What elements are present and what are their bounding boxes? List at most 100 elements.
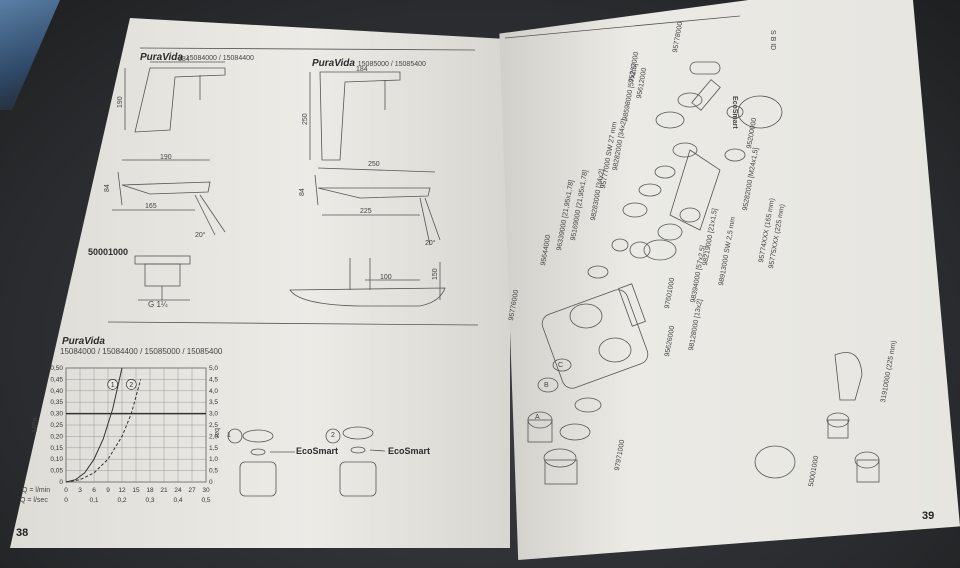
spout-a-side	[117, 171, 211, 206]
threaded-tube	[618, 283, 646, 327]
chart-tick-left: 0,40	[50, 388, 63, 395]
aerator-2-ring	[350, 446, 366, 454]
chart-tick-x-lmin: 6	[92, 487, 96, 494]
chart-tick-left: 0,30	[50, 411, 63, 418]
chart-tick-left: 0,45	[50, 376, 63, 383]
chart-series-label-circle	[107, 379, 119, 390]
spray-a-1	[194, 194, 216, 236]
drain-body	[144, 263, 181, 287]
pin-part	[689, 61, 721, 75]
page-number-right: 39	[922, 510, 935, 522]
chart-xlabel-lmin: Q = l/min	[22, 487, 51, 494]
dim-a-depth-label: 165	[145, 203, 157, 210]
chart-tick-x-lmin: 12	[118, 487, 126, 494]
chart-series-label: 2	[129, 382, 133, 389]
chart-tick-x-lmin: 9	[106, 487, 110, 494]
ring-1	[622, 202, 648, 218]
callout-2	[325, 428, 341, 444]
aerator-seat	[726, 105, 744, 119]
chart-ylabel-left: MPa	[32, 417, 39, 432]
chart-tick-right: 2,0	[209, 433, 218, 440]
model-b-title: PuraVida 15085000 / 15085400	[312, 58, 426, 69]
chart-tick-x-lmin: 21	[160, 487, 168, 494]
chart-tick-x-lmin: 3	[78, 487, 82, 494]
dim-a-height-label: 190	[117, 96, 124, 108]
chart-tick-right: 5,0	[209, 365, 218, 372]
spray-b-2	[424, 197, 441, 241]
chart-tick-right: 2,5	[209, 422, 218, 429]
chart-tick-left: 0,15	[50, 445, 63, 452]
lever-plate	[669, 149, 721, 231]
page-number-left: 38	[16, 527, 29, 539]
angle-a-label: 20°	[195, 232, 206, 239]
right-header-rule	[504, 15, 741, 39]
eco-label-1: EcoSmart	[296, 446, 339, 456]
pin-stem	[691, 79, 721, 111]
angle-b-label: 20°	[425, 240, 436, 247]
spout-cap-body	[827, 419, 849, 439]
chart-xlabel-lsec: Q = l/sec	[20, 497, 48, 504]
basin-outline	[289, 287, 446, 307]
chart-tick-x-lsec: 0,5	[201, 497, 210, 504]
section-rule	[107, 321, 479, 326]
chart-tick-left: 0,25	[50, 422, 63, 429]
dim-a-side-label: 84	[104, 184, 111, 192]
letter-a-body	[527, 419, 553, 443]
plate-hole-2	[598, 337, 632, 363]
dim-b-height-label: 250	[302, 113, 309, 125]
chart-tick-x-lmin: 18	[146, 487, 154, 494]
eco-num-1: 1	[227, 432, 231, 439]
aerator-1-ring	[250, 448, 266, 456]
ring-2	[638, 183, 662, 197]
chart-tick-left: 0,35	[50, 399, 63, 406]
aerator-1-body	[239, 461, 277, 497]
drain-stopper	[754, 445, 796, 479]
chart-tick-right: 4,0	[209, 388, 218, 395]
ring-3	[654, 165, 676, 179]
chart-tick-x-lmin: 15	[132, 487, 140, 494]
flow-brand: PuraVida	[62, 336, 105, 347]
spout-b-top	[319, 71, 401, 161]
chart-tick-left: 0,10	[50, 456, 63, 463]
dim-b-side-label: 84	[299, 188, 306, 196]
spout-cap	[826, 412, 850, 428]
chart-series-label-circle	[125, 379, 137, 390]
spout-b-side	[314, 174, 431, 206]
chart-tick-right: 3,5	[209, 399, 218, 406]
chart-series-2	[65, 379, 142, 483]
eco-label-2: EcoSmart	[388, 446, 431, 456]
spray-a-2	[199, 194, 226, 233]
base-plate	[541, 289, 649, 389]
aerator-2-mesh	[342, 426, 374, 440]
ring-6	[677, 92, 703, 108]
dim-b-spout	[317, 167, 436, 173]
washer-3	[679, 207, 701, 223]
drain-thread: G 1¼	[148, 300, 168, 309]
chart-tick-right: 0,5	[209, 468, 218, 475]
ring-large-body	[544, 459, 578, 485]
chart-tick-right: 1,5	[209, 445, 218, 452]
plate-hole-1	[569, 303, 603, 329]
letter-b-cap	[537, 377, 559, 393]
dim-b-width-label: 184	[356, 66, 368, 73]
eco-pointer-2	[369, 449, 386, 452]
chart-tick-x-lmin: 30	[202, 487, 210, 494]
drain-cap	[134, 255, 191, 265]
letter-a: A	[535, 414, 540, 421]
chart-tick-x-lsec: 0,1	[89, 497, 98, 504]
chart-series-label: 1	[111, 382, 115, 389]
corner-mark: S B ID	[769, 30, 776, 51]
chart-ylabel-right: bar	[213, 428, 220, 439]
chart-tick-x-lmin: 24	[174, 487, 182, 494]
dim-a-width-label: 184	[178, 56, 190, 63]
chart-tick-x-lsec: 0,4	[173, 497, 182, 504]
eco-num-2: 2	[331, 432, 335, 439]
callout-1	[227, 428, 243, 444]
ring-4	[672, 142, 698, 158]
washer-2	[657, 223, 683, 241]
drain-code: 50001000	[88, 247, 129, 257]
spray-b-1	[419, 197, 431, 246]
header-rule	[139, 47, 476, 51]
